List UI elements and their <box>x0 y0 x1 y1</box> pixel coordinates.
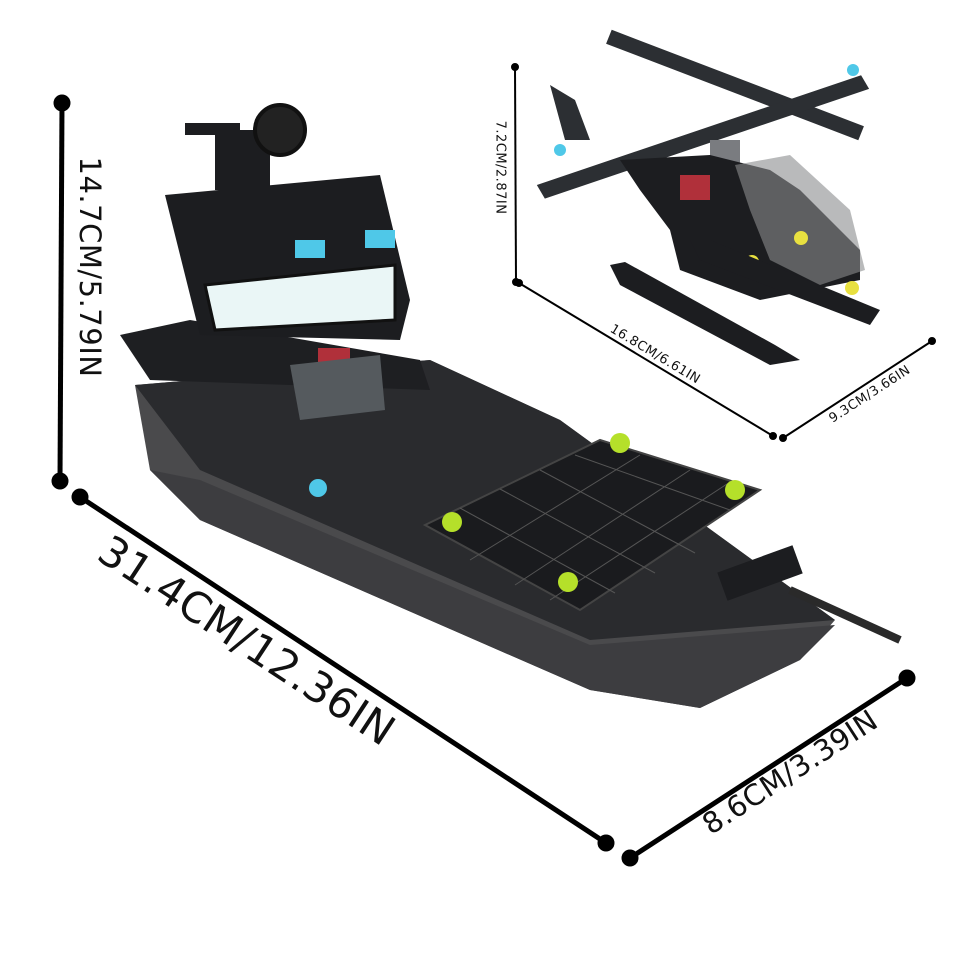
helicopter-height-label: 7.2CM/2.87IN <box>492 120 508 215</box>
dimension-lines <box>51 63 936 867</box>
boat-height-label: 14.7CM/5.79IN <box>73 156 107 378</box>
boat-model <box>120 103 902 708</box>
helicopter-model <box>536 29 880 365</box>
